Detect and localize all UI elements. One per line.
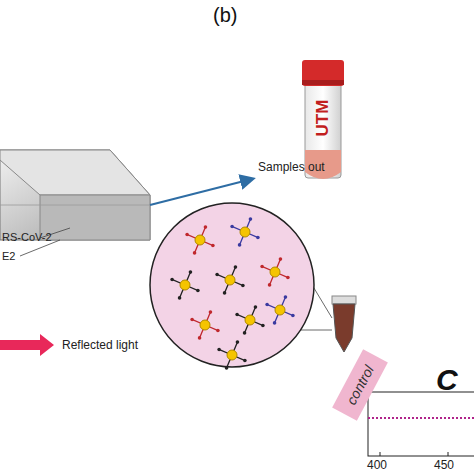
text-label: RS-CoV-2 bbox=[2, 231, 52, 244]
tube-label: UTM bbox=[311, 96, 335, 141]
magnified-view bbox=[150, 203, 314, 367]
reflected-light-arrow bbox=[0, 334, 54, 356]
text-label: (b) bbox=[213, 3, 237, 27]
text-label: 400 bbox=[367, 458, 387, 472]
text-label: Reflected light bbox=[62, 338, 138, 352]
zoom-line bbox=[300, 330, 332, 331]
text-label: E2 bbox=[2, 250, 15, 263]
node-text: UTM bbox=[313, 100, 333, 137]
text-label: 450 bbox=[434, 458, 454, 472]
spectrum-plot bbox=[368, 392, 474, 456]
eppendorf-tube bbox=[332, 296, 356, 352]
samples-out-arrow bbox=[150, 179, 252, 205]
text-label: Samples out bbox=[258, 160, 325, 174]
prism-device bbox=[0, 150, 150, 240]
nanoparticles bbox=[170, 217, 294, 369]
text-label: C bbox=[436, 362, 458, 398]
